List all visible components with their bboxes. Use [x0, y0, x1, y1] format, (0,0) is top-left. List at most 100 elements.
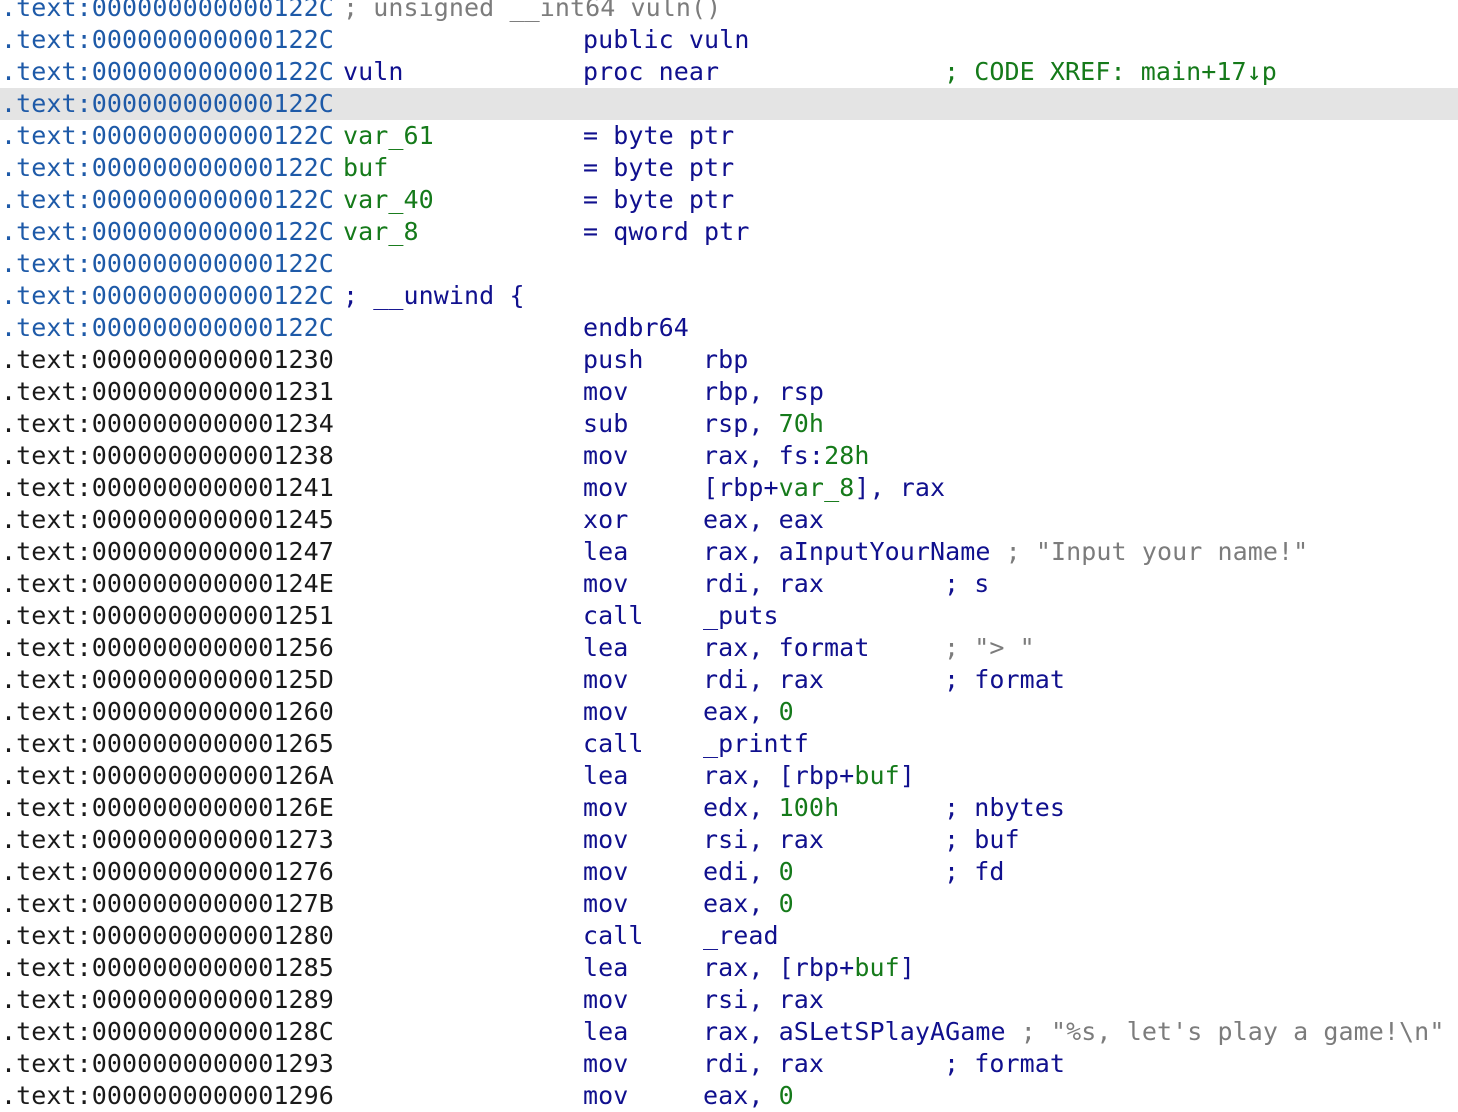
line-comment-part: ;	[944, 857, 975, 886]
instruction-operands-part: ; "%s, let's play a game!\n"	[1005, 1017, 1445, 1046]
instruction-operands: _printf	[703, 728, 809, 760]
instruction-operands-part: edi,	[703, 857, 779, 886]
instruction-operands-part: 70h	[778, 409, 825, 438]
instruction-mnemonic: mov	[583, 441, 629, 470]
line-address: .text:0000000000001234	[1, 409, 334, 438]
instruction-operands: rdi, rax	[703, 568, 824, 600]
instruction-operands-part: rdi, rax	[703, 1049, 825, 1078]
line-address: .text:0000000000001289	[1, 985, 334, 1014]
instruction-mnemonic: lea	[583, 537, 629, 566]
instruction-mnemonic: push	[583, 345, 644, 374]
line-address: .text:0000000000001245	[1, 505, 334, 534]
line-comment-part: ;	[944, 569, 975, 598]
line-label: var_61	[343, 121, 434, 150]
line-address: .text:000000000000126E	[1, 793, 334, 822]
instruction-mnemonic: mov	[583, 985, 629, 1014]
line-comment: ; "> "	[944, 632, 1035, 664]
instruction-operands: rsp, 70h	[703, 408, 824, 440]
listing-line[interactable]: .text:000000000000122C	[0, 248, 1458, 280]
listing-line[interactable]: .text:0000000000001230 push rbp	[0, 344, 1458, 376]
line-address: .text:000000000000122C	[1, 217, 334, 246]
line-comment: ; nbytes	[944, 792, 1065, 824]
line-comment-part: nbytes	[974, 793, 1066, 822]
instruction-operands: _puts	[703, 600, 779, 632]
line-address: .text:000000000000122C	[1, 89, 334, 118]
unwind-marker: ; __unwind {	[343, 281, 525, 310]
line-comment: ; buf	[944, 824, 1020, 856]
instruction-mnemonic: = byte ptr	[583, 121, 735, 150]
instruction-operands-part: _read	[703, 921, 779, 950]
instruction-operands-part: rbp	[703, 345, 749, 374]
line-address: .text:000000000000125D	[1, 665, 334, 694]
instruction-operands: rax, [rbp+buf]	[703, 760, 915, 792]
instruction-operands-part: rsp,	[703, 409, 779, 438]
line-address: .text:000000000000126A	[1, 761, 334, 790]
instruction-operands-part: buf	[854, 953, 900, 982]
instruction-operands-part: eax,	[703, 889, 779, 918]
instruction-mnemonic: proc near	[583, 57, 720, 86]
instruction-mnemonic: sub	[583, 409, 629, 438]
line-address: .text:000000000000128C	[1, 1017, 334, 1046]
instruction-mnemonic: call	[583, 729, 644, 758]
instruction-operands-part: 0	[778, 857, 794, 886]
instruction-mnemonic: mov	[583, 1081, 629, 1110]
line-comment-part: ;	[944, 825, 975, 854]
line-address: .text:0000000000001251	[1, 601, 334, 630]
instruction-operands: rax, [rbp+buf]	[703, 952, 915, 984]
instruction-mnemonic: call	[583, 601, 644, 630]
line-comment-part: ;	[944, 793, 975, 822]
listing-line[interactable]: .text:000000000000126A lea rax, [rbp+buf]	[0, 760, 1458, 792]
instruction-operands-part: eax,	[703, 1081, 779, 1110]
line-address: .text:0000000000001273	[1, 825, 334, 854]
instruction-operands-part: rax, fs:	[703, 441, 825, 470]
instruction-operands: rax, fs:28h	[703, 440, 869, 472]
listing-line[interactable]: .text:000000000000122C ; __unwind {	[0, 280, 1458, 312]
instruction-operands-part: ], rax	[854, 473, 946, 502]
listing-line[interactable]: .text:000000000000122C	[0, 88, 1458, 120]
instruction-operands-part: rax, aSLetSPlayAGame	[703, 1017, 1006, 1046]
line-address: .text:000000000000122C	[1, 0, 334, 22]
line-address: .text:0000000000001231	[1, 377, 334, 406]
listing-line[interactable]: .text:0000000000001251 call _puts	[0, 600, 1458, 632]
instruction-mnemonic: lea	[583, 633, 629, 662]
instruction-mnemonic: mov	[583, 1049, 629, 1078]
line-address: .text:000000000000122C	[1, 281, 334, 310]
instruction-mnemonic: lea	[583, 761, 629, 790]
instruction-operands: edx, 100h	[703, 792, 839, 824]
instruction-operands-part: 100h	[778, 793, 840, 822]
listing-line[interactable]: .text:0000000000001234 sub rsp, 70h	[0, 408, 1458, 440]
listing-line[interactable]: .text:000000000000122C; unsigned __int64…	[0, 0, 1458, 24]
instruction-mnemonic: mov	[583, 889, 629, 918]
line-address: .text:0000000000001230	[1, 345, 334, 374]
line-address: .text:0000000000001247	[1, 537, 334, 566]
instruction-mnemonic: mov	[583, 569, 629, 598]
